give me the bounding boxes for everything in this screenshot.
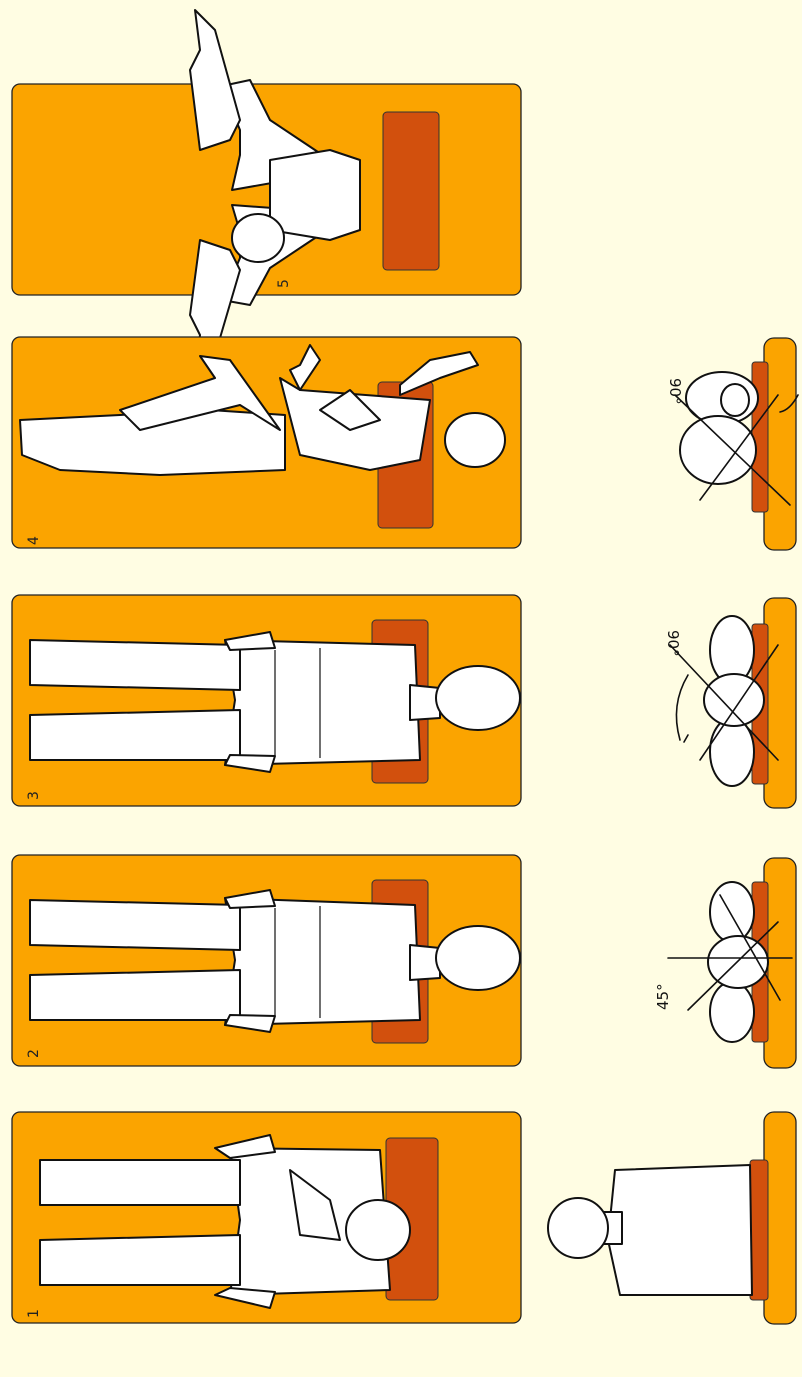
angle-label: 90° — [664, 630, 682, 657]
step-number: 5 — [276, 279, 292, 288]
step-3-panel: 3 — [12, 595, 521, 806]
pillow — [383, 112, 439, 270]
end-view-4: 90° — [666, 338, 798, 550]
body-roll-end-view-icon — [680, 372, 758, 484]
end-view-2: 45° — [654, 858, 796, 1068]
angle-label: 45° — [654, 983, 672, 1010]
step-number: 3 — [26, 791, 42, 800]
step-number: 4 — [26, 536, 42, 545]
step-number: 2 — [26, 1049, 42, 1058]
end-view-1 — [548, 1112, 796, 1324]
torso-front-view-icon — [548, 1165, 752, 1295]
step-1-panel: 1 — [12, 1112, 521, 1323]
step-number: 1 — [26, 1309, 42, 1318]
step-5-panel: 5 — [12, 10, 521, 375]
step-2-panel: 2 — [12, 855, 521, 1066]
angle-label: 90° — [666, 378, 684, 405]
end-view-3: 90° — [664, 598, 796, 808]
step-4-panel: 4 — [12, 337, 521, 548]
